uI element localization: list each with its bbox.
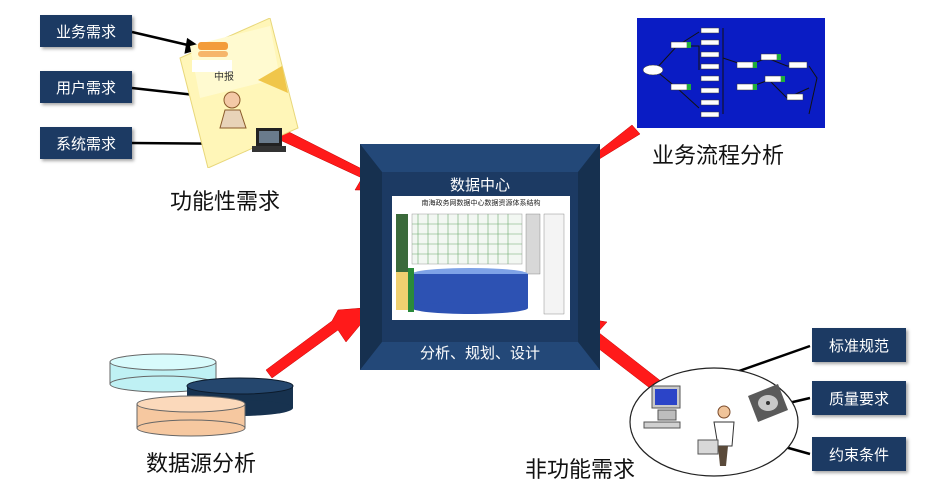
caption-datasource: 数据源分析 <box>146 452 257 477</box>
functional-illustration: 中报 <box>179 18 299 168</box>
label-quality-requirement: 质量要求 <box>812 381 906 415</box>
data-center-title: 数据中心 <box>449 176 510 194</box>
user-icon <box>223 91 241 109</box>
caption-process: 业务流程分析 <box>652 144 785 169</box>
computer-icon <box>643 385 681 429</box>
svg-text:中报: 中报 <box>214 70 234 83</box>
process-diagram <box>637 18 825 128</box>
nonfunctional-illustration <box>629 367 799 477</box>
label-standards: 标准规范 <box>812 328 906 362</box>
label-business-requirement: 业务需求 <box>40 15 132 47</box>
harddisk-icon <box>748 384 788 422</box>
caption-nonfunctional: 非功能需求 <box>525 458 636 483</box>
architecture-grid <box>396 213 565 315</box>
data-center-frame <box>360 144 600 370</box>
data-center-subtitle: 分析、规划、设计 <box>419 344 540 362</box>
label-constraints: 约束条件 <box>812 437 906 471</box>
laptop-icon <box>252 128 286 152</box>
caption-functional: 功能性需求 <box>170 190 281 215</box>
worker-icon <box>697 405 735 466</box>
label-user-requirement: 用户需求 <box>40 71 132 103</box>
label-system-requirement: 系统需求 <box>40 127 132 159</box>
datasource-cylinders <box>109 353 294 437</box>
arrow-datasource <box>265 306 376 379</box>
data-center-inner-title: 南海政务网数据中心数据资源体系结构 <box>421 199 541 207</box>
cylinder-peach <box>136 395 246 437</box>
